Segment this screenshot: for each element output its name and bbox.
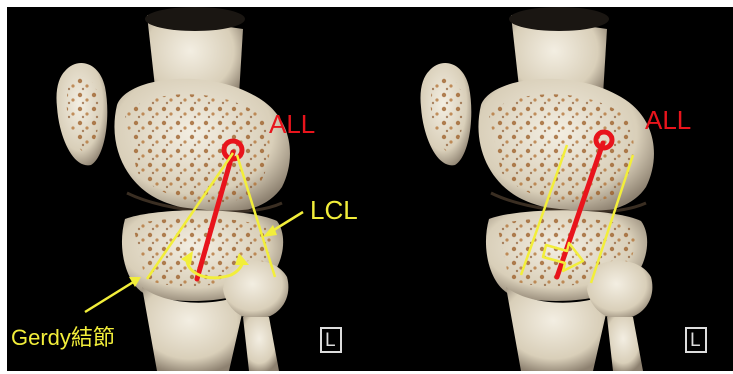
orientation-marker-right: L: [685, 327, 707, 353]
gerdy-tubercle-label: Gerdy結節: [11, 327, 115, 349]
knee-3d-ct-left-panel: ALL LCL Gerdy結節 L: [7, 7, 371, 371]
gerdy-pointer-arrow: [85, 281, 135, 312]
knee-3d-ct-right-panel: ALL L: [371, 7, 733, 371]
knee-bone-render-left: [7, 7, 371, 371]
knee-bone-render-right: [371, 7, 733, 371]
all-label-right: ALL: [645, 107, 691, 133]
all-label-left: ALL: [269, 111, 315, 137]
lcl-label: LCL: [310, 197, 358, 223]
orientation-marker-left: L: [320, 327, 342, 353]
